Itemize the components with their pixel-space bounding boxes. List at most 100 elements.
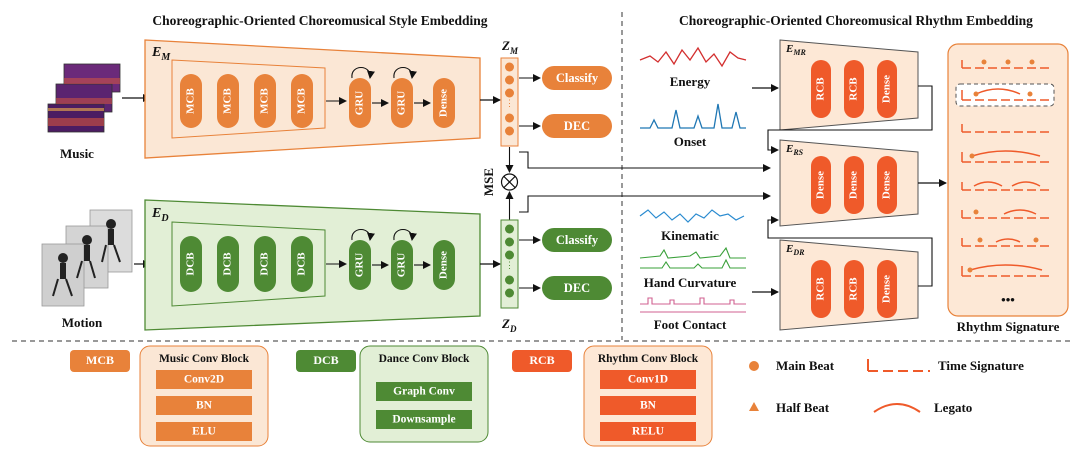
music-spectrogram-stack [47, 63, 121, 133]
time-signature-label: Time Signature [938, 358, 1024, 373]
svg-text:MCB: MCB [259, 88, 271, 114]
svg-text:BN: BN [196, 400, 213, 412]
hand-curvature-waveform [639, 246, 746, 269]
dcb-block: DCB [217, 236, 239, 292]
svg-text:Dense: Dense [815, 171, 827, 199]
svg-text:⋮: ⋮ [505, 98, 514, 108]
legend-dance-conv-block: Dance Conv Block Graph Conv Downsample [359, 345, 489, 443]
half-beat-label: Half Beat [776, 400, 830, 415]
style-title: Choreographic-Oriented Choreomusical Sty… [152, 13, 487, 28]
zm-latent-vector: ⋮ [500, 57, 519, 147]
svg-text:GRU: GRU [396, 91, 408, 116]
svg-text:RCB: RCB [848, 277, 860, 301]
dcb-block: DCB [254, 236, 276, 292]
svg-text:Music Conv Block: Music Conv Block [159, 353, 250, 365]
svg-text:GRU: GRU [354, 91, 366, 116]
mcb-block: MCB [291, 74, 313, 128]
svg-text:MCB: MCB [86, 353, 114, 367]
motion-frames-stack [41, 209, 133, 307]
motion-label: Motion [62, 315, 103, 330]
legend-mcb-tag: MCB [70, 350, 130, 372]
svg-text:Dense: Dense [438, 251, 450, 279]
dcb-inner-group [171, 221, 326, 307]
signature-row [961, 124, 1052, 133]
svg-text:MCB: MCB [296, 88, 308, 114]
rhythm-signature-ellipsis: ••• [1001, 292, 1015, 307]
legend-music-conv-block: Music Conv Block Conv2D BN ELU [139, 345, 269, 447]
zd-latent-vector: ⋮ [500, 219, 519, 309]
dance-classify-head: Classify [542, 228, 612, 252]
svg-text:RCB: RCB [848, 77, 860, 101]
zm-label: ZM [501, 38, 519, 56]
gru-block: GRU [349, 228, 375, 290]
signature-row [961, 237, 1052, 247]
mcb-inner-group [171, 59, 326, 139]
rhythm-signature-label: Rhythm Signature [957, 319, 1060, 334]
kinematic-waveform [639, 209, 745, 223]
svg-text:Classify: Classify [556, 233, 599, 247]
signature-row [961, 88, 1050, 101]
mcb-block: MCB [180, 74, 202, 128]
svg-text:RCB: RCB [815, 277, 827, 301]
dense-block: Dense [877, 60, 897, 118]
rhythm-signature-panel [947, 43, 1069, 317]
svg-text:MCB: MCB [222, 88, 234, 114]
dense-block: Dense [877, 260, 897, 318]
svg-text:Dense: Dense [848, 171, 860, 199]
svg-text:BN: BN [640, 400, 657, 412]
dr-encoder-label: EDR [785, 243, 805, 257]
foot-contact-waveform [640, 297, 746, 313]
hand-curvature-label: Hand Curvature [644, 275, 737, 290]
svg-text:DCB: DCB [259, 252, 271, 276]
dcb-block: DCB [291, 236, 313, 292]
dance-encoder-label: ED [151, 206, 169, 224]
legend-rhythm-conv-block: Rhythm Conv Block Conv1D BN RELU [583, 345, 713, 447]
svg-text:Dense: Dense [881, 275, 893, 303]
svg-text:Graph Conv: Graph Conv [393, 386, 455, 398]
svg-text:Dance Conv Block: Dance Conv Block [379, 353, 470, 365]
mcb-block: MCB [254, 74, 276, 128]
dense-block: Dense [877, 156, 897, 214]
svg-text:Dense: Dense [881, 75, 893, 103]
svg-text:RELU: RELU [632, 426, 665, 438]
kinematic-label: Kinematic [661, 228, 719, 243]
svg-text:MCB: MCB [185, 88, 197, 114]
svg-text:RCB: RCB [815, 77, 827, 101]
svg-text:Classify: Classify [556, 71, 599, 85]
svg-text:DCB: DCB [313, 353, 338, 367]
svg-text:ELU: ELU [192, 426, 216, 438]
svg-text:RCB: RCB [529, 353, 554, 367]
music-dec-head: DEC [542, 114, 612, 138]
gru-block: GRU [391, 228, 417, 290]
dense-block: Dense [844, 156, 864, 214]
signature-row [961, 150, 1052, 163]
svg-text:Dense: Dense [438, 89, 450, 117]
svg-text:GRU: GRU [354, 253, 366, 278]
svg-text:GRU: GRU [396, 253, 408, 278]
dcb-block: DCB [180, 236, 202, 292]
legend-rcb-tag: RCB [512, 350, 572, 372]
mse-label: MSE [481, 168, 496, 196]
legato-icon [873, 403, 921, 413]
time-signature-icon [867, 359, 930, 372]
signature-row [961, 209, 1052, 219]
svg-text:Conv1D: Conv1D [628, 374, 668, 386]
music-classify-head: Classify [542, 66, 612, 90]
mse-operator [500, 173, 519, 191]
main-beat-label: Main Beat [776, 358, 835, 373]
music-label: Music [60, 146, 94, 161]
rhythm-title: Choreographic-Oriented Choreomusical Rhy… [679, 13, 1033, 28]
mr-encoder-label: EMR [785, 43, 806, 57]
svg-text:DEC: DEC [564, 281, 590, 295]
mcb-block: MCB [217, 74, 239, 128]
music-encoder-label: EM [151, 45, 171, 63]
svg-text:Rhythm Conv Block: Rhythm Conv Block [598, 353, 699, 365]
svg-text:DCB: DCB [296, 252, 308, 276]
foot-contact-label: Foot Contact [654, 317, 727, 332]
rcb-block: RCB [844, 260, 864, 318]
main-beat-icon [749, 361, 759, 371]
onset-waveform [640, 103, 746, 129]
signature-row [961, 59, 1052, 69]
